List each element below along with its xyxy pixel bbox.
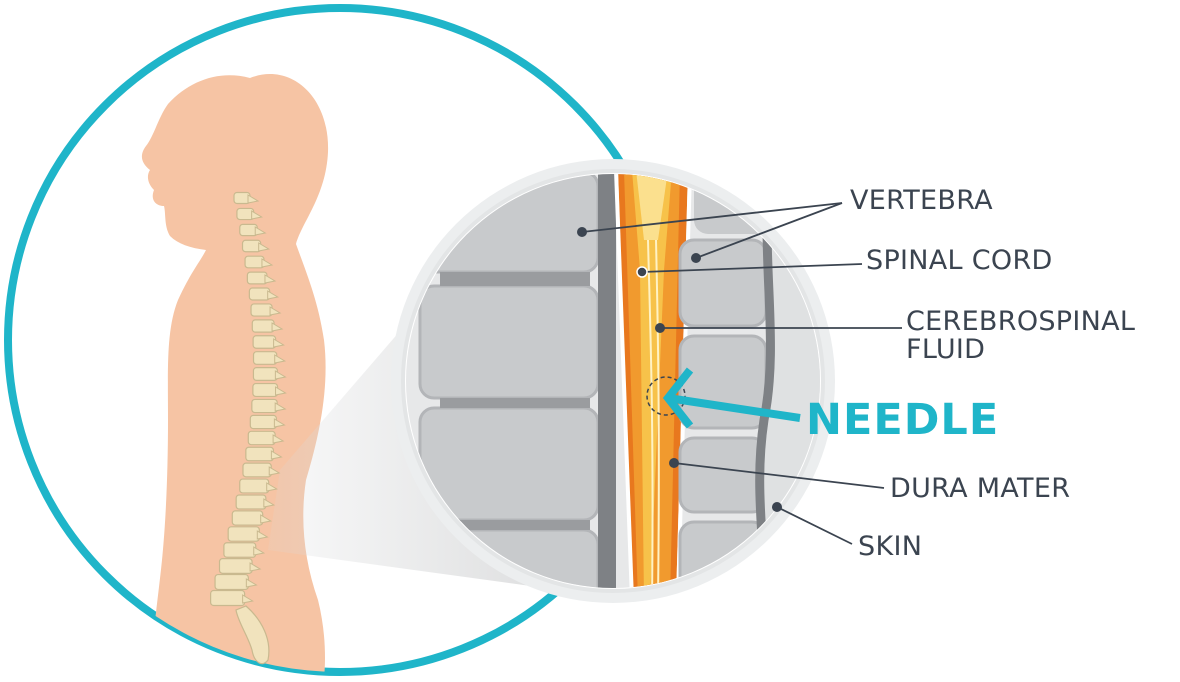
csf-label-line1: CEREBROSPINAL [906,308,1135,336]
vertebra-segment [249,288,269,300]
vertebra-segment [220,559,253,574]
vertebra-segment [232,511,262,525]
vertebra-segment [240,479,269,493]
vertebra-segment [211,591,245,606]
vertebra-segment [237,208,254,219]
vertebra-segment [251,304,272,316]
csf-label: CEREBROSPINAL FLUID [906,308,1135,363]
csf-label-line2: FLUID [906,336,1135,364]
vertebra-segment [236,495,266,509]
vertebra-segment [252,399,277,412]
vertebra-segment [253,384,278,397]
vertebra-segment [254,352,277,365]
vertebra-segment [250,415,276,428]
vertebra-segment [253,336,275,348]
vertebra-segment [243,240,261,251]
vertebra-segment [228,527,259,541]
vertebra-segment [248,431,275,444]
vertebra-label: VERTEBRA [850,187,993,214]
dura-mater-label: DURA MATER [890,475,1070,502]
vertebra-segment [224,543,256,558]
vertebra-segment [215,575,248,590]
vertebra-segment [247,272,267,284]
needle-label: NEEDLE [806,399,999,442]
vertebra-segment [253,368,277,381]
vertebra-segment [240,224,257,235]
skin-label: SKIN [858,533,922,560]
vertebra-segment [243,463,271,477]
vertebra-segment [252,320,274,332]
vertebra-segment [245,256,264,268]
spinal-cord-label: SPINAL CORD [866,247,1053,274]
vertebra-segment [246,447,274,461]
